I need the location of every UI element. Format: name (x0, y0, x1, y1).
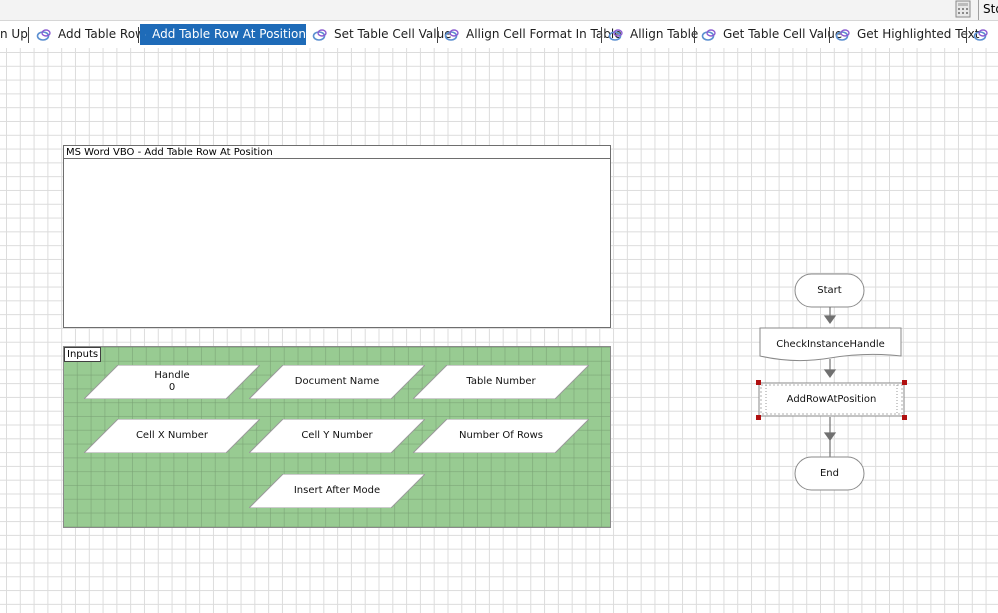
process-icon (145, 34, 147, 35)
tab-clean-up[interactable]: n Up (0, 24, 28, 45)
tab-add-table-row-at-position[interactable]: Add Table Row At Position (140, 24, 306, 45)
tab-set-table-cell-value[interactable]: Set Table Cell Value (312, 24, 452, 45)
process-icon (973, 28, 988, 41)
process-icon (608, 28, 623, 41)
process-icon (701, 28, 716, 41)
process-icon (312, 28, 327, 41)
input-name: Handle (154, 370, 190, 381)
tab-get-table-cell-value[interactable]: Get Table Cell Value (701, 24, 842, 45)
selection-handles[interactable] (756, 380, 907, 420)
code-stage-label: AddRowAtPosition (786, 394, 877, 405)
start-stage-label: Start (817, 285, 842, 296)
input-name: Document Name (294, 376, 380, 387)
input-number-of-rows[interactable]: Number Of Rows (411, 418, 591, 454)
input-name: Cell X Number (135, 430, 209, 441)
input-value: 0 (168, 382, 176, 393)
input-insert-after-mode[interactable]: Insert After Mode (247, 473, 427, 509)
input-name: Insert After Mode (293, 485, 381, 496)
tab-get-highlighted-text[interactable]: Get Highlighted Text (835, 24, 979, 45)
tab-label: n Up (0, 27, 28, 41)
tab-label: Allign Cell Format In Table (466, 27, 622, 41)
input-name: Cell Y Number (301, 430, 373, 441)
input-document-name[interactable]: Document Name (247, 364, 427, 400)
end-stage[interactable] (794, 456, 865, 491)
top-strip: Sto (0, 0, 998, 20)
tab-separator (28, 27, 29, 43)
tab-allign-cell-format-in-table[interactable]: Allign Cell Format In Table (444, 24, 622, 45)
tab-label: Get Table Cell Value (723, 27, 843, 41)
tab-separator (601, 27, 602, 43)
input-name: Table Number (466, 376, 536, 387)
tab-label: Add Table Row (58, 27, 145, 41)
tab-label: Allign Table (630, 27, 699, 41)
code-stage[interactable] (758, 382, 905, 417)
end-stage-label: End (819, 468, 839, 479)
inputs-label: Inputs (64, 347, 102, 362)
tab-next-partial[interactable] (973, 24, 995, 45)
input-table-number[interactable]: Table Number (411, 364, 591, 400)
tab-separator (966, 27, 967, 43)
tab-separator (829, 27, 830, 43)
action-stage[interactable] (759, 327, 902, 362)
vbo-block-title: MS Word VBO - Add Table Row At Position (64, 146, 610, 159)
input-handle[interactable]: Handle 0 (82, 364, 262, 400)
tab-label: Set Table Cell Value (334, 27, 452, 41)
action-stage-label: CheckInstanceHandle (776, 338, 885, 350)
input-cell-y-number[interactable]: Cell Y Number (247, 418, 427, 454)
tab-label: Add Table Row At Position (152, 27, 306, 41)
input-name: Number Of Rows (459, 430, 543, 441)
flowchart-diagram (756, 273, 907, 491)
input-cell-x-number[interactable]: Cell X Number (82, 418, 262, 454)
vbo-description-block[interactable]: MS Word VBO - Add Table Row At Position (63, 145, 611, 328)
top-right-label[interactable]: Sto (978, 0, 998, 20)
calculator-icon[interactable] (954, 0, 972, 18)
tab-separator (138, 27, 139, 43)
tab-allign-table[interactable]: Allign Table (608, 24, 698, 45)
process-icon (835, 28, 850, 41)
process-icon (36, 28, 51, 41)
process-tab-bar: n Up Add Table Row Add Table Row At Posi… (0, 20, 998, 49)
process-icon (444, 28, 459, 41)
connector-lines (823, 307, 837, 457)
tab-separator (437, 27, 438, 43)
tab-add-table-row[interactable]: Add Table Row (36, 24, 149, 45)
tab-label: Get Highlighted Text (857, 27, 980, 41)
tab-separator (694, 27, 695, 43)
